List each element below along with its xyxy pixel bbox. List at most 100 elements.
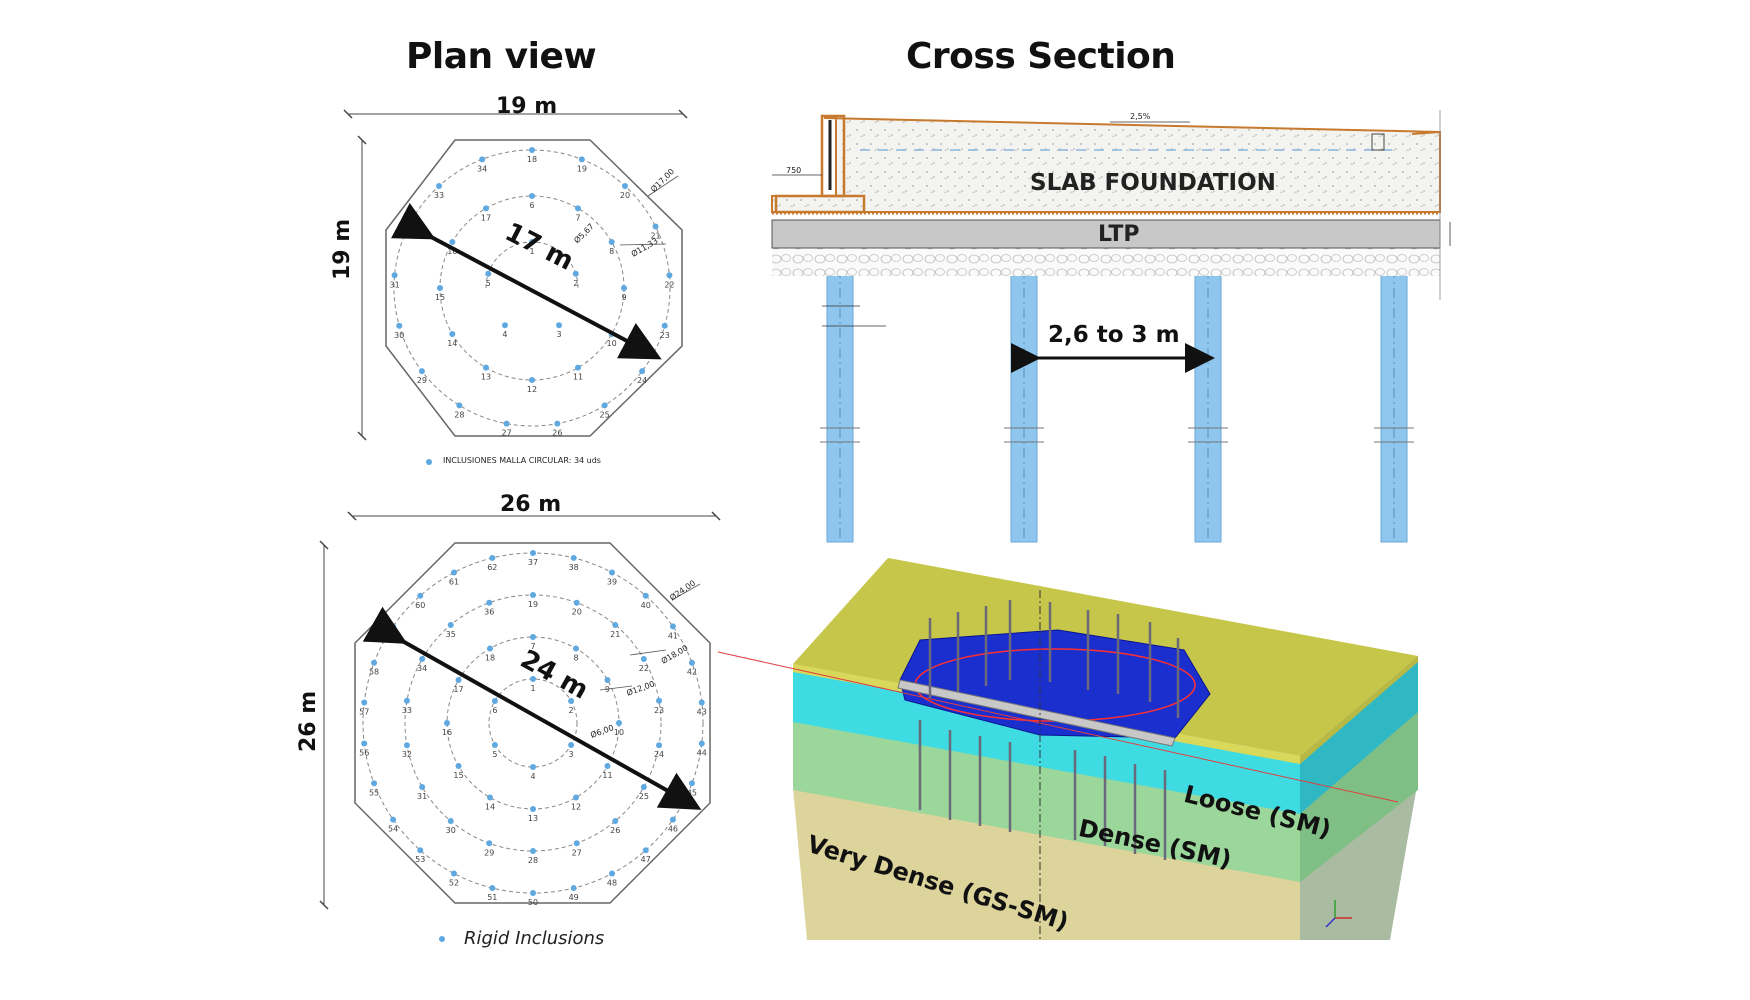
pile-number: 19 bbox=[528, 600, 538, 609]
pile-marker bbox=[403, 742, 410, 749]
pile-number: 14 bbox=[485, 802, 495, 811]
pile-marker bbox=[529, 147, 535, 153]
pile-number: 10 bbox=[614, 728, 624, 737]
pile-marker bbox=[640, 784, 647, 790]
pile-number: 35 bbox=[446, 630, 456, 639]
pile-number: 44 bbox=[697, 748, 707, 757]
layer-very-dense-front bbox=[793, 788, 1300, 940]
pile-marker bbox=[661, 322, 668, 329]
pile-marker bbox=[444, 720, 450, 726]
pile-number: 33 bbox=[402, 706, 412, 715]
pile-number: 29 bbox=[484, 848, 494, 857]
pile-marker bbox=[485, 270, 492, 277]
pile-marker bbox=[621, 285, 627, 291]
pile-number: 19 bbox=[577, 164, 587, 173]
pile-number: 26 bbox=[552, 429, 562, 438]
pile-number: 37 bbox=[528, 558, 538, 567]
pile-number: 6 bbox=[529, 201, 534, 210]
pile-number: 20 bbox=[620, 191, 630, 200]
pile-number: 54 bbox=[388, 825, 398, 834]
pile-number: 13 bbox=[481, 373, 491, 382]
pile-number: 4 bbox=[530, 772, 535, 781]
cross-section bbox=[771, 110, 1451, 543]
pile-marker bbox=[530, 806, 536, 812]
pile-marker bbox=[608, 239, 615, 245]
pile-number: 26 bbox=[610, 826, 620, 835]
pile-number: 12 bbox=[527, 385, 537, 394]
pile-number: 34 bbox=[477, 164, 487, 173]
plan-small-legend: INCLUSIONES MALLA CIRCULAR: 34 uds bbox=[443, 456, 601, 465]
pile-marker bbox=[601, 402, 608, 409]
pile-number: 55 bbox=[369, 788, 379, 797]
pile-marker bbox=[573, 645, 579, 652]
pile-number: 15 bbox=[435, 293, 445, 302]
pile-marker bbox=[450, 870, 457, 877]
section-note-left: 750 bbox=[786, 166, 802, 175]
pile-number: 29 bbox=[417, 376, 427, 385]
pile-marker bbox=[656, 697, 663, 704]
pile-marker bbox=[489, 554, 496, 561]
pile-marker bbox=[573, 794, 579, 801]
pile-marker bbox=[621, 183, 628, 190]
raft-foundation bbox=[899, 629, 1211, 739]
pile-marker bbox=[447, 621, 454, 628]
pile-number: 11 bbox=[602, 771, 612, 780]
pile-number: 60 bbox=[415, 601, 425, 610]
pile-marker bbox=[530, 634, 536, 640]
pile-number: 8 bbox=[609, 247, 614, 256]
pile-number: 18 bbox=[527, 155, 537, 164]
pile-marker bbox=[479, 156, 486, 163]
pile-number: 61 bbox=[449, 577, 459, 586]
pile-marker bbox=[486, 840, 493, 847]
pile-marker bbox=[529, 193, 535, 199]
pile-marker bbox=[489, 885, 496, 892]
pile-marker bbox=[391, 272, 398, 279]
pile-marker bbox=[578, 156, 585, 163]
pile-marker bbox=[487, 794, 493, 801]
pile-number: 34 bbox=[417, 664, 427, 673]
pile-number: 58 bbox=[369, 668, 379, 677]
pile-marker bbox=[483, 205, 489, 212]
pile-marker bbox=[417, 847, 424, 854]
legend-dot-small bbox=[426, 459, 432, 465]
pile-marker bbox=[403, 697, 410, 704]
pile-marker bbox=[419, 784, 426, 790]
pile-marker bbox=[487, 645, 493, 652]
plan-small-diagonal-arrow bbox=[390, 202, 662, 360]
pile-number: 4 bbox=[502, 330, 507, 339]
pile-marker bbox=[530, 550, 536, 556]
pile-marker bbox=[669, 623, 676, 630]
model-piles bbox=[918, 600, 1180, 860]
plan-view-title: Plan view bbox=[406, 36, 597, 77]
slab-foundation-label: SLAB FOUNDATION bbox=[1030, 170, 1276, 196]
plan-large-height-label: 26 m bbox=[296, 690, 321, 752]
pile-number: 31 bbox=[389, 280, 399, 289]
pile-number: 21 bbox=[610, 630, 620, 639]
pile-number: 9 bbox=[621, 293, 626, 302]
pile-marker bbox=[698, 740, 705, 747]
pile-marker bbox=[449, 239, 456, 245]
pile-number: 27 bbox=[502, 429, 512, 438]
pile-marker bbox=[669, 816, 676, 823]
pile-number: 23 bbox=[654, 706, 664, 715]
pile-marker bbox=[530, 592, 536, 598]
pile-marker bbox=[568, 742, 575, 748]
pile-number: 48 bbox=[607, 879, 617, 888]
pile-marker bbox=[698, 699, 705, 706]
pile-number: 28 bbox=[528, 856, 538, 865]
section-piles bbox=[820, 247, 1414, 543]
pile-marker bbox=[436, 183, 443, 190]
pile-number: 5 bbox=[492, 750, 497, 759]
pile-number: 31 bbox=[417, 792, 427, 801]
pile-marker bbox=[604, 763, 611, 769]
pile-marker bbox=[575, 364, 581, 371]
legend-dot-large bbox=[439, 936, 445, 942]
pile-marker bbox=[573, 840, 580, 847]
plan-large-piles: 1234567891011121314151617181920212223242… bbox=[359, 550, 707, 907]
layer-loose-front bbox=[793, 670, 1300, 814]
pile-number: 39 bbox=[607, 577, 617, 586]
pile-marker bbox=[361, 699, 368, 706]
pile-number: 42 bbox=[687, 668, 697, 677]
pile-number: 38 bbox=[569, 563, 579, 572]
pile-number: 50 bbox=[528, 898, 538, 907]
